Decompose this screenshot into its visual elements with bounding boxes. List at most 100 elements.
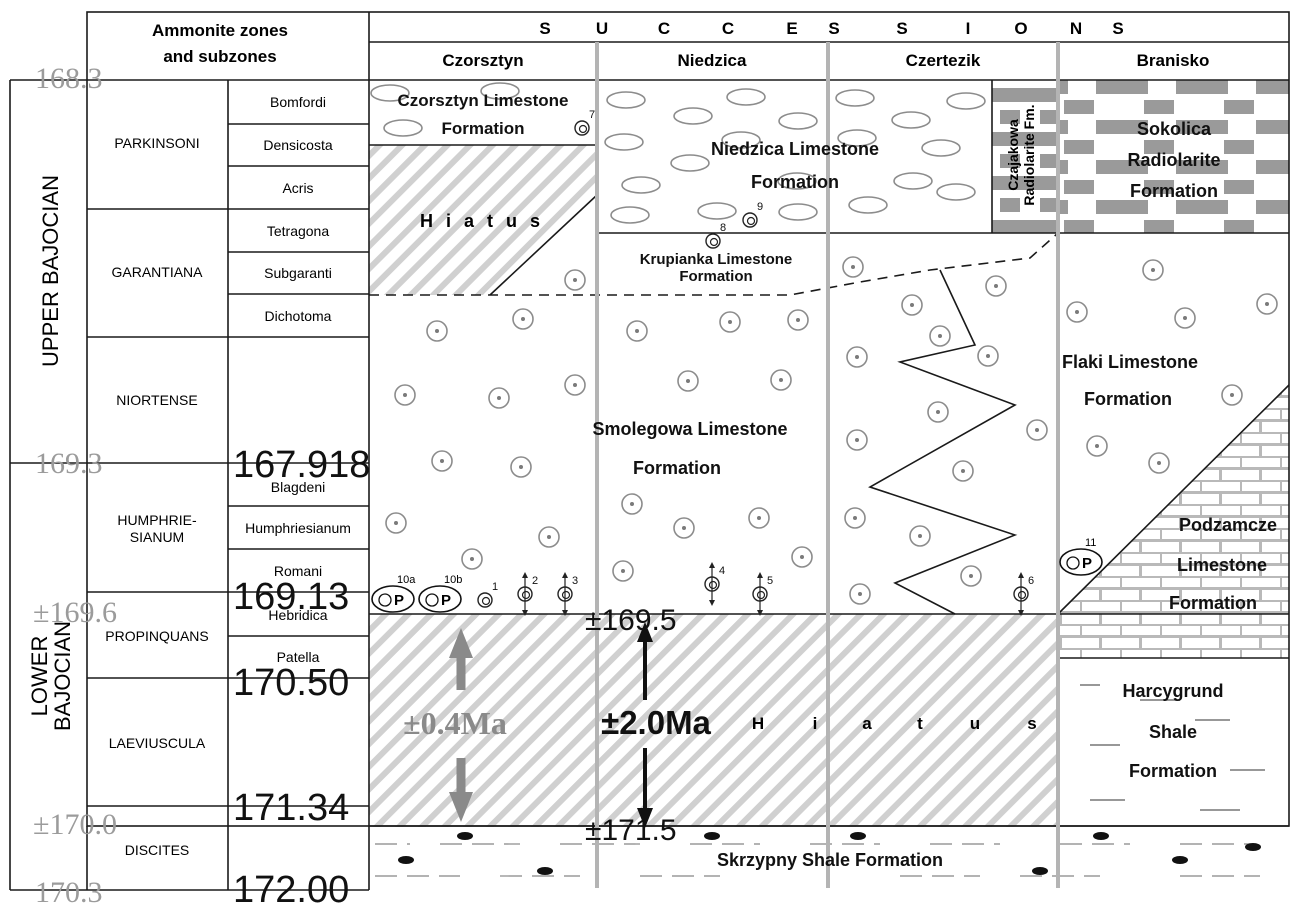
duration-small: ±0.4Ma xyxy=(403,705,507,741)
ooid-dot xyxy=(961,469,965,473)
oncoid-symbol xyxy=(611,207,649,223)
age-169-13: 169.13 xyxy=(233,576,349,618)
ooid-dot xyxy=(994,284,998,288)
oncoid-symbol xyxy=(937,184,975,200)
label-niedzica-1: Niedzica Limestone xyxy=(711,139,879,159)
ooid-dot xyxy=(682,526,686,530)
oncoid-symbol xyxy=(779,204,817,220)
shale-lens xyxy=(1172,856,1188,864)
shale-lens xyxy=(1245,843,1261,851)
p-number: 11 xyxy=(1085,537,1096,549)
ooid-dot xyxy=(779,378,783,382)
zone-discites: DISCITES xyxy=(125,842,190,858)
ammonite-icon: 8 xyxy=(706,222,726,248)
age-169-6: ±169.6 xyxy=(33,596,117,629)
label-krupianka-1: Krupianka Limestone xyxy=(640,251,793,268)
ooid-dot xyxy=(1157,461,1161,465)
age-167-918: 167.918 xyxy=(233,444,370,486)
ammonite-number: 9 xyxy=(757,201,763,213)
label-czorsztyn-1: Czorsztyn Limestone xyxy=(398,91,569,110)
ooid-dot xyxy=(635,329,639,333)
ooid-dot xyxy=(1035,428,1039,432)
hiatus-letter: t xyxy=(917,714,923,733)
ooid-dot xyxy=(938,334,942,338)
ooid-dot xyxy=(728,320,732,324)
label-flaki-2: Formation xyxy=(1084,389,1172,409)
ooid-dot xyxy=(969,574,973,578)
ammonite-number: 6 xyxy=(1028,575,1034,587)
ooid-dot xyxy=(1183,316,1187,320)
p-number: 10a xyxy=(397,574,416,586)
ooid-dot xyxy=(1230,393,1234,397)
oncoid-symbol xyxy=(892,112,930,128)
successions-letter: S xyxy=(539,19,550,38)
stage-lower-line1: LOWER xyxy=(27,636,52,717)
label-sokolica-1: Sokolica xyxy=(1137,119,1212,139)
ammonite-number: 2 xyxy=(532,575,538,587)
successions-letter: S xyxy=(828,19,839,38)
ammonite-number: 3 xyxy=(572,575,578,587)
ammonite-icon: 3 xyxy=(558,572,578,616)
subzone-tetragona: Tetragona xyxy=(267,223,329,239)
oncoid-symbol xyxy=(836,90,874,106)
hiatus-letter: i xyxy=(813,714,818,733)
label-smolegowa-2: Formation xyxy=(633,458,721,478)
age-172-00: 172.00 xyxy=(233,869,349,907)
oncoid-symbol xyxy=(779,113,817,129)
hiatus-letter: H xyxy=(752,714,764,733)
successions-letter: E xyxy=(786,19,797,38)
ooid-dot xyxy=(1151,268,1155,272)
age-168-3: 168.3 xyxy=(35,62,103,95)
ammonite-number: 5 xyxy=(767,575,773,587)
ammonite-icon: 1 xyxy=(478,581,498,607)
zone-niortense: NIORTENSE xyxy=(116,392,197,408)
oncoid-symbol xyxy=(894,173,932,189)
oncoid-symbol xyxy=(605,134,643,150)
oncoid-symbol xyxy=(622,177,660,193)
label-czajakowa-2: Radiolarite Fm. xyxy=(1021,104,1037,205)
label-czajakowa-1: Czajakowa xyxy=(1005,119,1021,191)
ooid-dot xyxy=(757,516,761,520)
subzone-bomfordi: Bomfordi xyxy=(270,94,326,110)
label-flaki-1: Flaki Limestone xyxy=(1062,352,1198,372)
ooid-dot xyxy=(796,318,800,322)
age-170-50: 170.50 xyxy=(233,662,349,704)
age-171-34: 171.34 xyxy=(233,787,349,829)
ooid-dot xyxy=(1265,302,1269,306)
zones-header-line2: and subzones xyxy=(163,47,276,66)
header: Ammonite zones and subzones SUCCESSIONS … xyxy=(152,19,1209,70)
ammonite-icon: 7 xyxy=(575,109,595,135)
stage-lower-line2: BAJOCIAN xyxy=(50,621,75,731)
oncoid-symbol xyxy=(727,89,765,105)
ooid-dot xyxy=(573,278,577,282)
p-number: 10b xyxy=(444,574,462,586)
label-skrzypny: Skrzypny Shale Formation xyxy=(717,850,943,870)
p-label: P xyxy=(394,592,404,609)
label-harcygrund-2: Shale xyxy=(1149,722,1197,742)
subzone-humphriesianum: Humphriesianum xyxy=(245,520,351,536)
subzone-subgaranti: Subgaranti xyxy=(264,265,332,281)
ooid-dot xyxy=(918,534,922,538)
ammonite-icon: 9 xyxy=(743,201,763,227)
oncoid-symbol xyxy=(384,120,422,136)
ammonite-number: 4 xyxy=(719,565,725,577)
successions-letter: S xyxy=(1112,19,1123,38)
oncoid-symbol xyxy=(607,92,645,108)
duration-large: ±2.0Ma xyxy=(601,704,711,741)
column-header-czorsztyn: Czorsztyn xyxy=(442,51,523,70)
duration-top-age: ±169.5 xyxy=(585,604,677,637)
zones-header-line1: Ammonite zones xyxy=(152,21,288,40)
ammonite-icon: 4 xyxy=(705,562,725,606)
ooid-dot xyxy=(435,329,439,333)
ooid-dot xyxy=(547,535,551,539)
p-marker: P 10a xyxy=(372,574,416,612)
shale-lens xyxy=(1093,832,1109,840)
ooid-dot xyxy=(573,383,577,387)
label-smolegowa-1: Smolegowa Limestone xyxy=(592,419,787,439)
subzone-dichotoma: Dichotoma xyxy=(265,308,332,324)
successions-letter: N xyxy=(1070,19,1082,38)
p-marker: P11 xyxy=(1060,537,1102,575)
ooid-dot xyxy=(986,354,990,358)
oncoid-symbol xyxy=(674,108,712,124)
